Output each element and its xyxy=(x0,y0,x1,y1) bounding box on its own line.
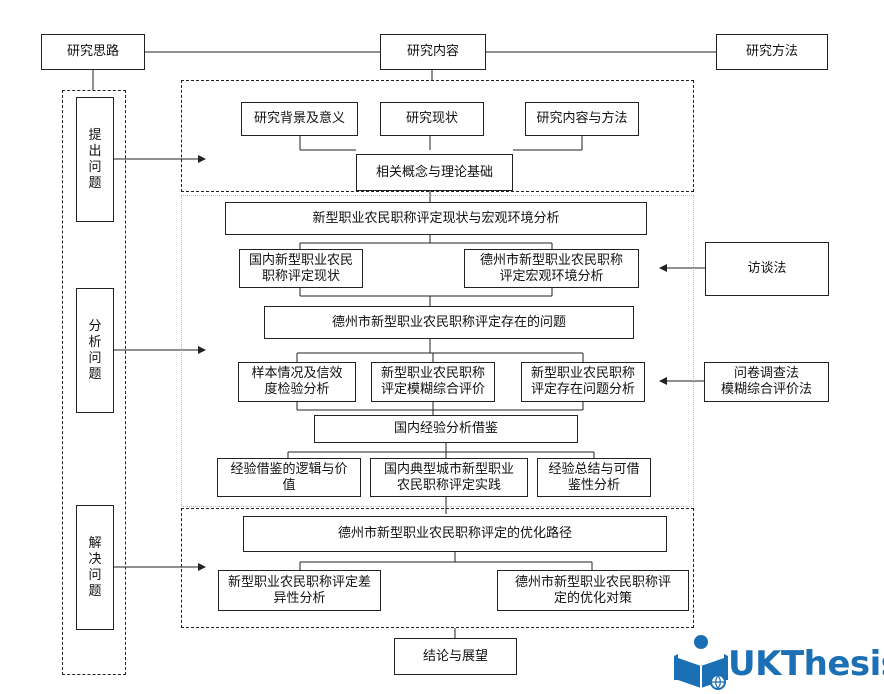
research-content-header: 研究内容 xyxy=(380,34,486,70)
interview-method-box: 访谈法 xyxy=(705,242,829,296)
stage-solve-problem: 解 决 问 题 xyxy=(76,505,114,630)
reader-globe-icon xyxy=(674,635,728,690)
ukthesis-logo xyxy=(674,632,884,690)
approach-column xyxy=(62,90,126,675)
logo-text: UKThesis xyxy=(728,644,884,684)
typical-city-practice-box: 国内典型城市新型职业 农民职称评定实践 xyxy=(370,458,528,497)
status-environment-box: 新型职业农民职称评定现状与宏观环境分析 xyxy=(225,202,647,235)
section-propose-container xyxy=(181,80,694,192)
research-approach-header: 研究思路 xyxy=(41,34,145,70)
stage-analyze-problem: 分 析 问 题 xyxy=(76,288,114,413)
section-analyze-container xyxy=(181,195,694,507)
problem-analysis-box: 新型职业农民职称 评定存在问题分析 xyxy=(521,362,645,402)
fuzzy-evaluation-box: 新型职业农民职称 评定模糊综合评价 xyxy=(371,362,495,402)
domestic-experience-box: 国内经验分析借鉴 xyxy=(314,415,578,443)
research-status-box: 研究现状 xyxy=(380,102,484,136)
dezhou-environment-box: 德州市新型职业农民职称 评定宏观环境分析 xyxy=(464,249,639,288)
stage-propose-problem: 提 出 问 题 xyxy=(76,97,114,222)
optimization-strategy-box: 德州市新型职业农民职称评 定的优化对策 xyxy=(497,570,689,611)
research-method-header: 研究方法 xyxy=(716,34,828,70)
theory-foundation-box: 相关概念与理论基础 xyxy=(356,154,513,191)
conclusion-box: 结论与展望 xyxy=(394,638,517,675)
background-significance-box: 研究背景及意义 xyxy=(241,102,358,136)
content-method-box: 研究内容与方法 xyxy=(525,102,639,136)
dezhou-problems-box: 德州市新型职业农民职称评定存在的问题 xyxy=(264,306,634,339)
optimization-path-box: 德州市新型职业农民职称评定的优化路径 xyxy=(243,516,667,552)
difference-analysis-box: 新型职业农民职称评定差 异性分析 xyxy=(218,570,381,611)
experience-logic-box: 经验借鉴的逻辑与价 值 xyxy=(217,458,361,497)
survey-fuzzy-method-box: 问卷调查法 模糊综合评价法 xyxy=(704,362,829,402)
section-solve-container xyxy=(181,508,694,628)
domestic-status-box: 国内新型职业农民 职称评定现状 xyxy=(239,249,363,288)
sample-validity-box: 样本情况及信效 度检验分析 xyxy=(238,362,356,402)
experience-summary-box: 经验总结与可借 鉴性分析 xyxy=(537,458,651,497)
